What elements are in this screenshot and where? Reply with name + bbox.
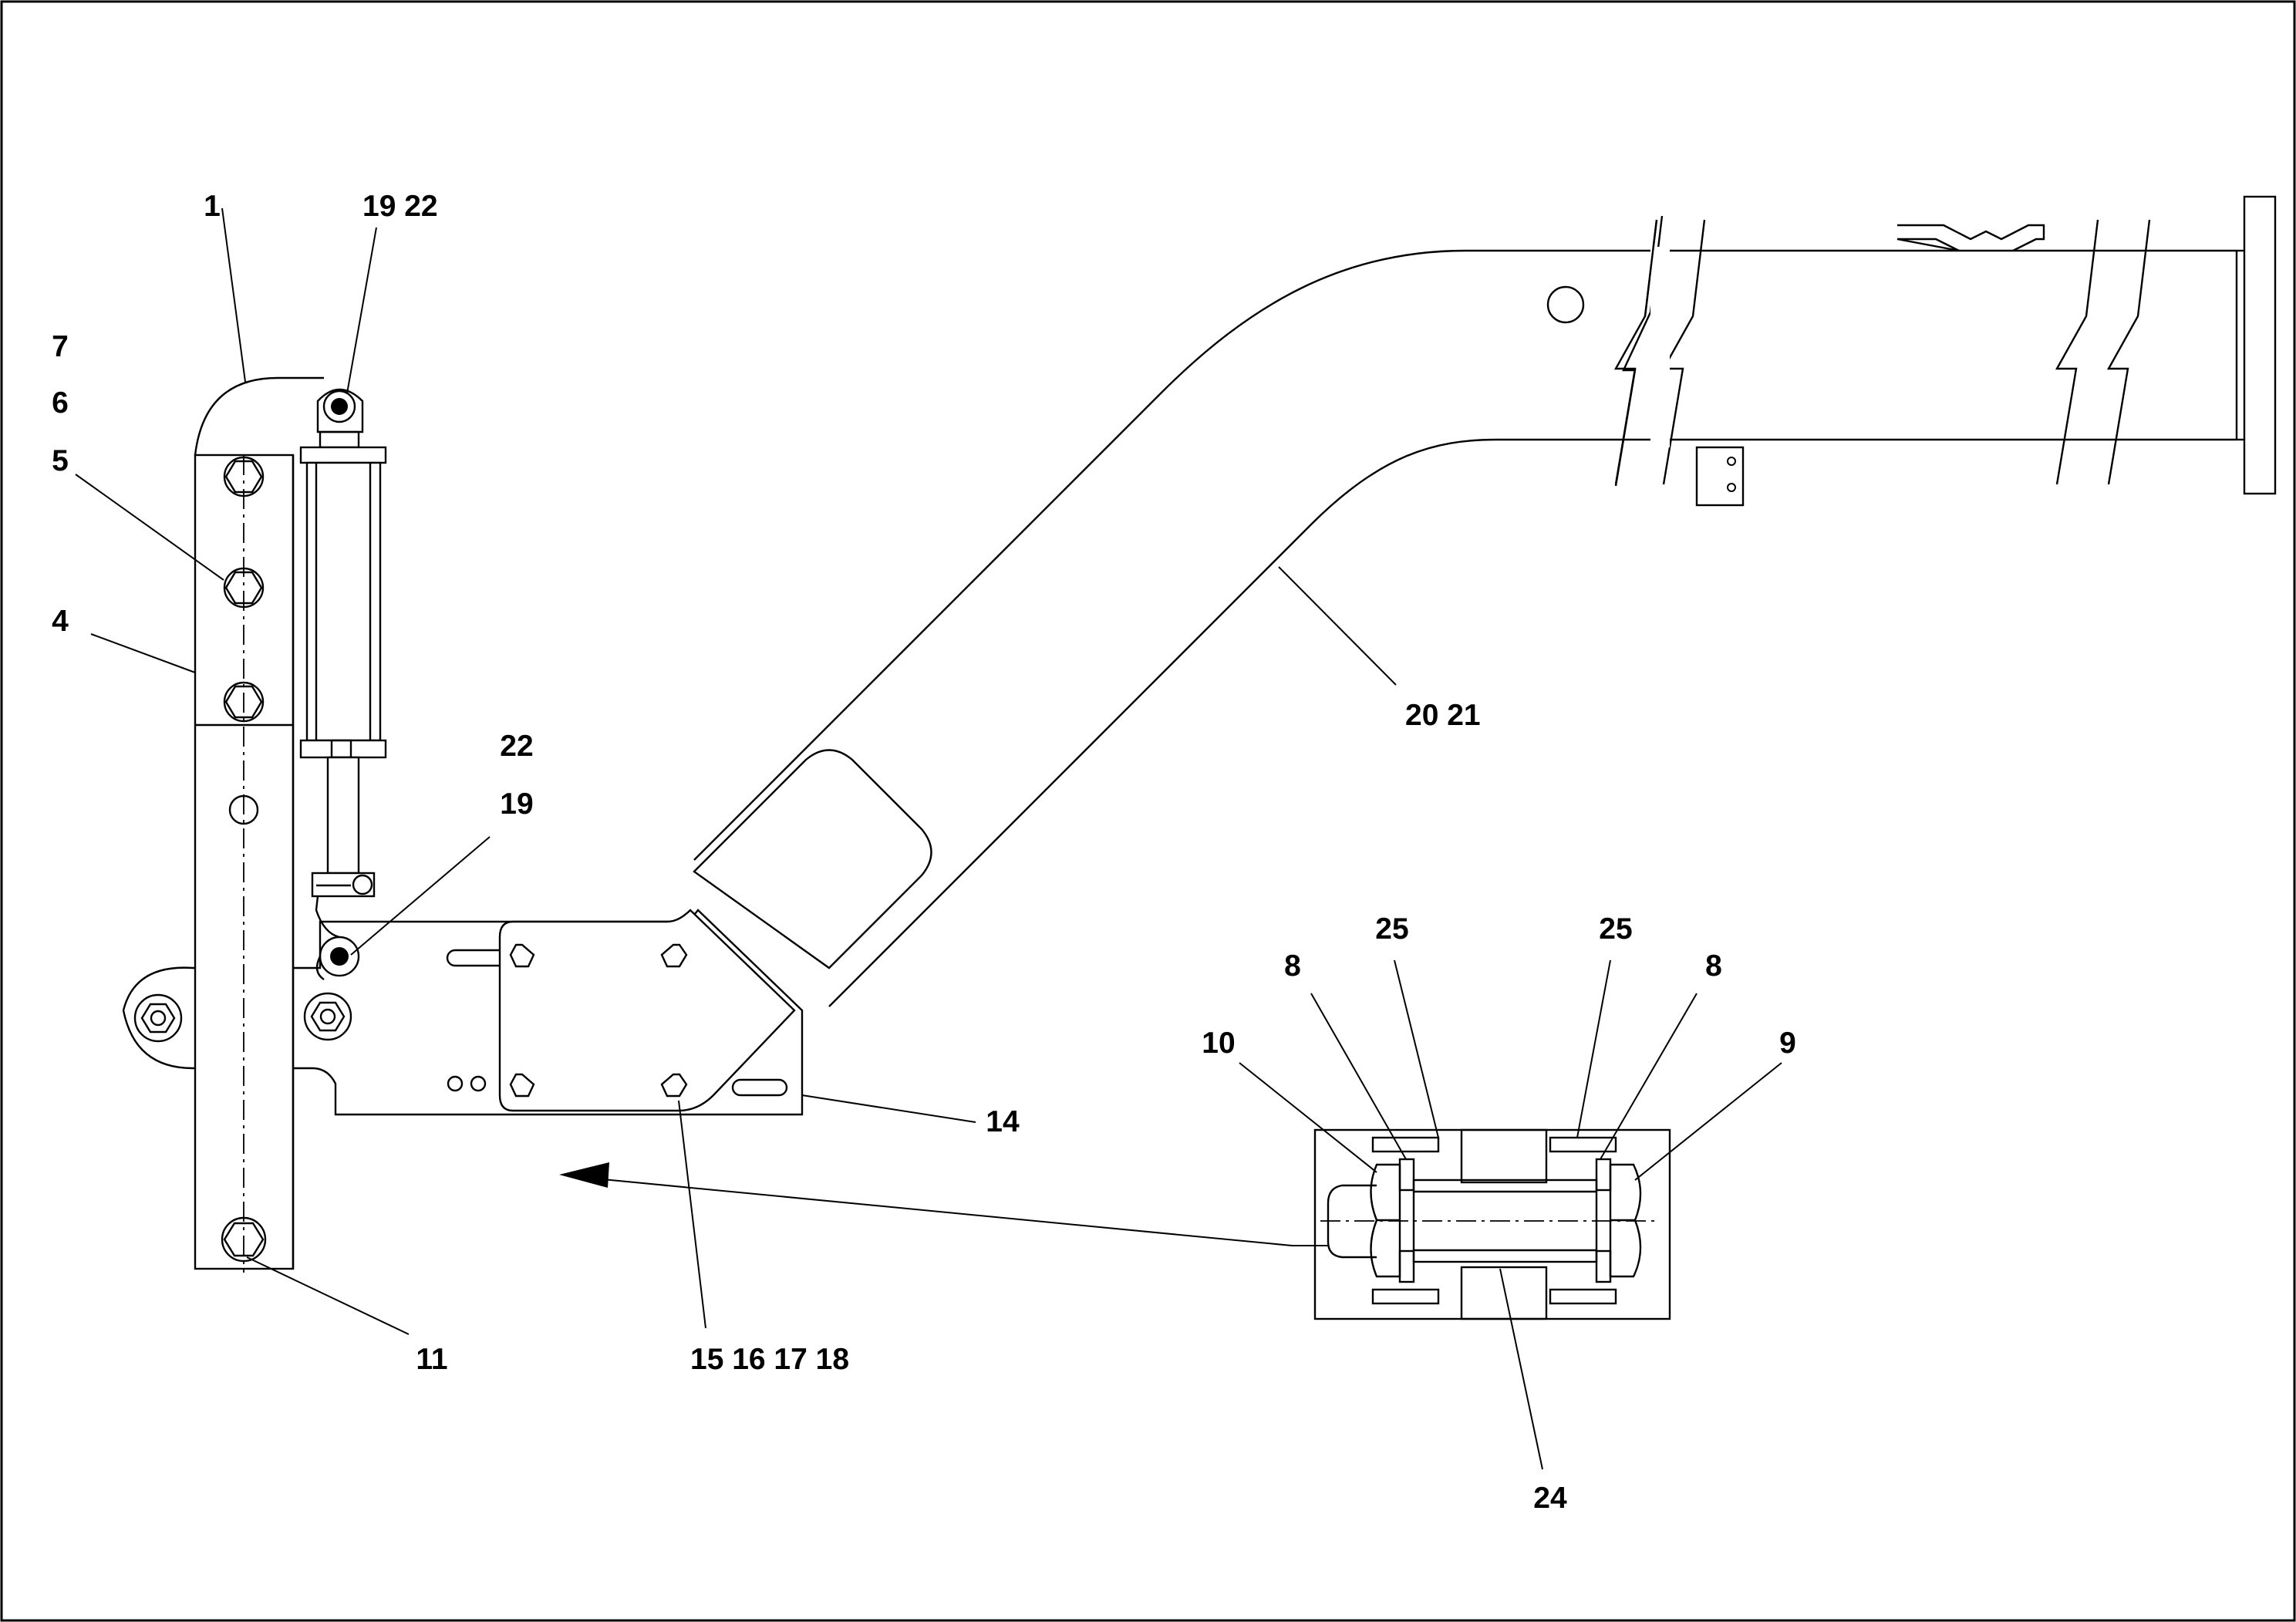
detail-arrow xyxy=(559,1162,609,1188)
detail-view xyxy=(1313,1128,1671,1320)
callout-24: 24 xyxy=(1533,1482,1567,1515)
hitch-eye xyxy=(133,992,352,1043)
callout-1: 1 xyxy=(204,190,221,223)
callout-19-22-top: 19 22 xyxy=(362,190,438,223)
callout-14: 14 xyxy=(986,1105,1020,1138)
callout-25-left: 25 xyxy=(1375,912,1408,946)
leader-lines xyxy=(75,207,1782,1470)
callout-19: 19 xyxy=(500,787,533,821)
callout-7: 7 xyxy=(52,330,69,363)
tube-sleeve xyxy=(693,749,932,969)
tube-hole xyxy=(1546,285,1585,324)
callout-10: 10 xyxy=(1202,1027,1235,1060)
hitch-arm xyxy=(194,376,324,1273)
tube-handle xyxy=(1896,224,2045,252)
callout-15-18: 15 16 17 18 xyxy=(690,1343,849,1376)
callout-8-left: 8 xyxy=(1284,949,1301,983)
callout-22: 22 xyxy=(500,730,533,763)
callout-11: 11 xyxy=(416,1343,447,1376)
callout-4: 4 xyxy=(52,605,69,638)
drawbar-tube xyxy=(693,195,2277,1007)
callout-8-right: 8 xyxy=(1705,949,1722,983)
callout-20-21: 20 21 xyxy=(1405,699,1481,732)
callout-9: 9 xyxy=(1779,1027,1796,1060)
hydraulic-cylinder xyxy=(299,388,387,980)
callout-5: 5 xyxy=(52,444,69,477)
callout-25-right: 25 xyxy=(1599,912,1632,946)
end-flange xyxy=(2243,195,2277,495)
tube-bracket xyxy=(1695,446,1745,507)
callout-6: 6 xyxy=(52,386,69,420)
callouts: 1 19 22 7 6 5 4 22 19 20 21 14 11 15 16 … xyxy=(52,190,1796,1515)
